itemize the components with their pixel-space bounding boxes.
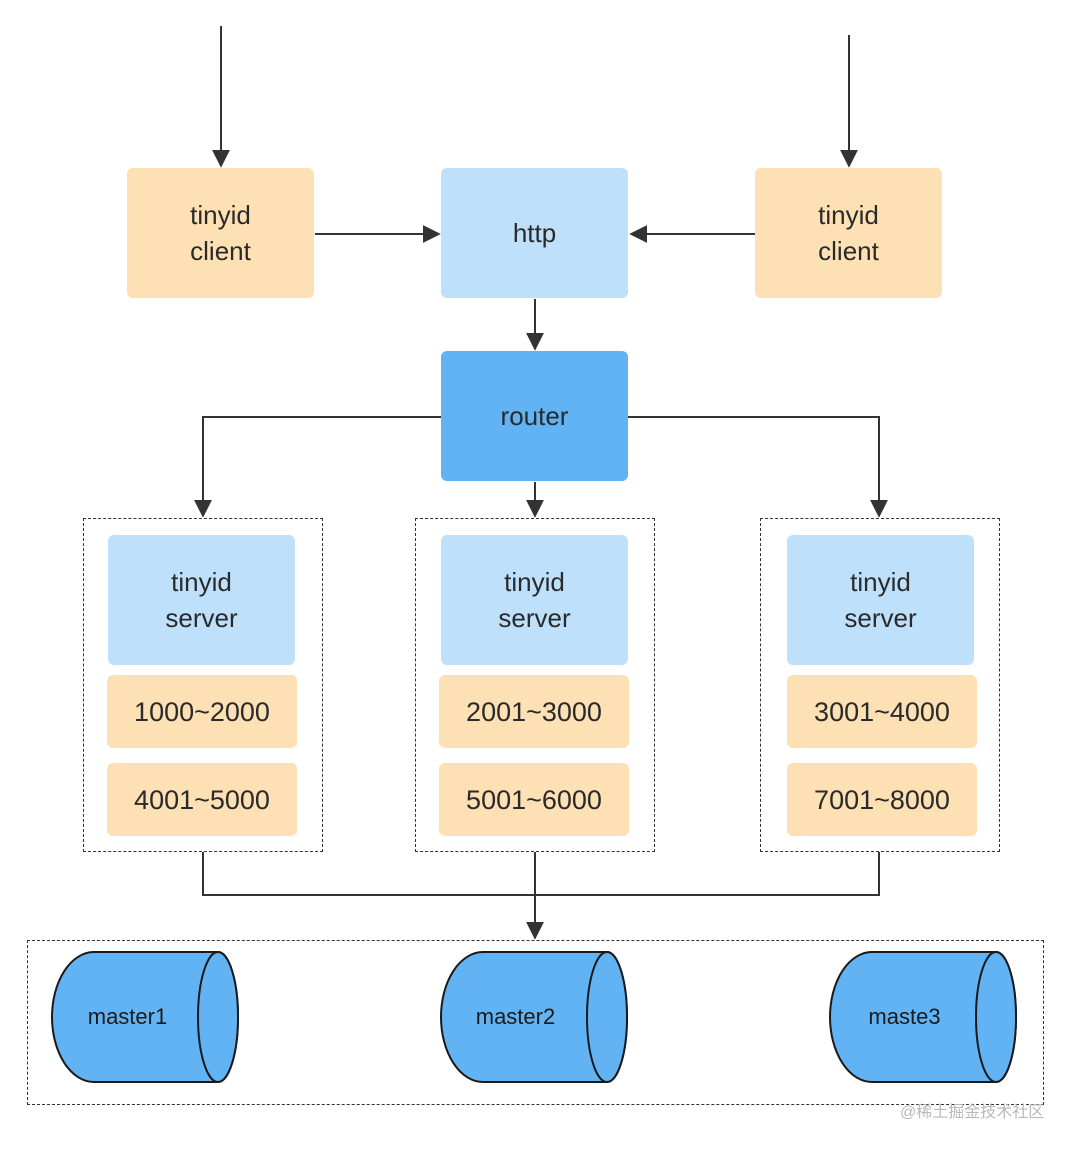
- range-box: 1000~2000: [107, 675, 297, 748]
- server-group-3: [760, 518, 1000, 852]
- http-box: http: [441, 168, 628, 298]
- range-box: 4001~5000: [107, 763, 297, 836]
- range-box: 2001~3000: [439, 675, 629, 748]
- client-box-right: tinyid client: [755, 168, 942, 298]
- database-cylinder-icon: [829, 951, 1017, 1083]
- server-box-3: tinyid server: [787, 535, 974, 665]
- arrow-router-to-server-3: [628, 416, 888, 518]
- server-box-1: tinyid server: [108, 535, 295, 665]
- range-box: 7001~8000: [787, 763, 977, 836]
- router-box: router: [441, 351, 628, 481]
- range-box: 5001~6000: [439, 763, 629, 836]
- database-cylinder-icon: [440, 951, 628, 1083]
- database-label-master1: master1: [87, 1004, 168, 1029]
- server-group-2: [415, 518, 655, 852]
- server-group-1: [83, 518, 323, 852]
- server-box-2: tinyid server: [441, 535, 628, 665]
- client-box-left: tinyid client: [127, 168, 314, 298]
- database-label-master2: master2: [475, 1004, 556, 1029]
- range-box: 3001~4000: [787, 675, 977, 748]
- arrow-router-to-server-1: [194, 416, 441, 518]
- line-server-1-to-db: [202, 852, 880, 896]
- watermark: @稀土掘金技术社区: [900, 1104, 1045, 1121]
- database-label-maste3: maste3: [868, 1004, 941, 1029]
- database-cylinder-icon: [51, 951, 239, 1083]
- database-group: [27, 940, 1044, 1105]
